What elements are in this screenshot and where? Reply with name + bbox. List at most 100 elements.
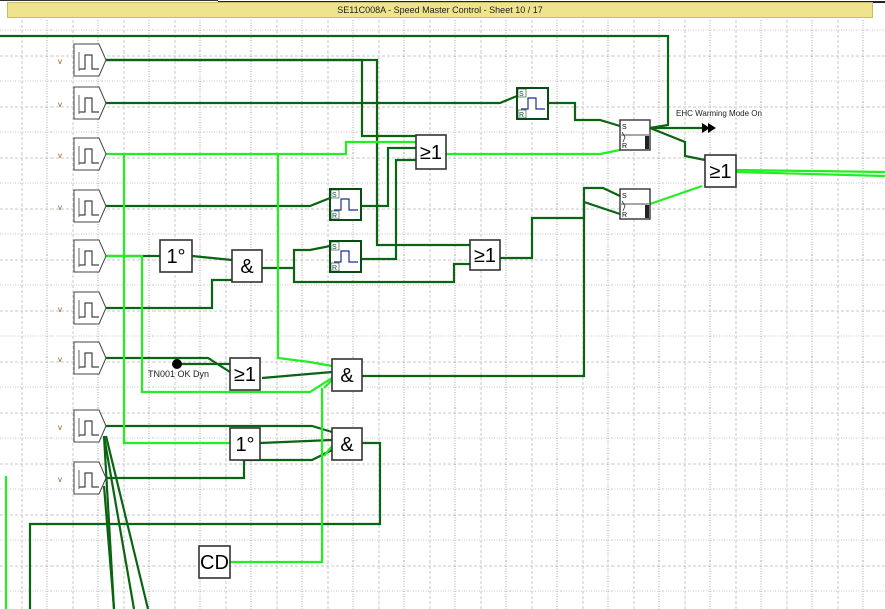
or-gate-mid-symbol: ≥1 bbox=[474, 245, 496, 267]
input-label: v bbox=[58, 151, 62, 160]
reset-label: R bbox=[519, 112, 524, 119]
input-block[interactable] bbox=[73, 239, 107, 273]
pulse-icon bbox=[521, 97, 545, 110]
and-gate-2-symbol: & bbox=[340, 365, 354, 387]
and-gate-2[interactable]: & bbox=[331, 358, 363, 392]
input-block[interactable]: v bbox=[58, 291, 107, 325]
input-block-body bbox=[73, 43, 107, 77]
reset-label: R bbox=[332, 213, 337, 220]
input-block[interactable]: v bbox=[58, 461, 107, 495]
set-label: S bbox=[332, 244, 337, 251]
flipflop-top[interactable]: SR bbox=[619, 119, 651, 151]
input-label: v bbox=[58, 100, 62, 109]
set-port bbox=[330, 241, 340, 251]
input-block[interactable]: v bbox=[58, 341, 107, 375]
pulse-block-top[interactable]: SR bbox=[516, 87, 549, 120]
set-label: S bbox=[622, 124, 627, 131]
input-block[interactable]: v bbox=[58, 43, 107, 77]
pulse-block-mid[interactable]: SR bbox=[329, 188, 362, 221]
and-gate-1-body bbox=[231, 249, 263, 283]
input-block-body bbox=[73, 86, 107, 120]
input-label: v bbox=[58, 305, 62, 314]
delay-block-2-symbol: 1° bbox=[235, 434, 254, 456]
input-block[interactable]: v bbox=[58, 137, 107, 171]
wires-active bbox=[4, 140, 885, 609]
and-gate-3[interactable]: & bbox=[331, 427, 363, 461]
cd-block[interactable]: CD bbox=[198, 545, 231, 579]
input-block-body bbox=[73, 189, 107, 223]
cd-block-body bbox=[198, 545, 231, 579]
or-gate-out-symbol: ≥1 bbox=[709, 161, 731, 183]
or-gate-top-symbol: ≥1 bbox=[420, 142, 442, 164]
input-block-body bbox=[73, 137, 107, 171]
clock-mark bbox=[621, 131, 626, 143]
delay-block-1-symbol: 1° bbox=[166, 246, 185, 268]
pulse-icon bbox=[334, 250, 358, 263]
pulse-icon bbox=[79, 472, 99, 488]
pulse-icon bbox=[79, 148, 99, 164]
or-gate-mid-body bbox=[469, 239, 501, 271]
input-block-body bbox=[73, 461, 107, 495]
reset-label: R bbox=[332, 265, 337, 272]
delay-block-2-body bbox=[229, 427, 261, 461]
input-label: v bbox=[58, 475, 62, 484]
set-port bbox=[517, 88, 527, 98]
pulse-block-low[interactable]: SR bbox=[329, 240, 362, 273]
reset-port bbox=[517, 109, 527, 119]
reset-label: R bbox=[622, 143, 627, 150]
output-bar bbox=[645, 205, 649, 218]
or-gate-low-symbol: ≥1 bbox=[234, 364, 256, 386]
grid-background bbox=[0, 19, 885, 609]
delay-block-1[interactable]: 1° bbox=[159, 239, 193, 273]
or-gate-top[interactable]: ≥1 bbox=[415, 134, 447, 170]
set-label: S bbox=[332, 192, 337, 199]
set-label: S bbox=[622, 193, 627, 200]
pulse-icon bbox=[79, 54, 99, 70]
input-block-body bbox=[73, 409, 107, 443]
reset-port bbox=[330, 210, 340, 220]
and-gate-1-symbol: & bbox=[240, 256, 254, 278]
and-gate-2-body bbox=[331, 358, 363, 392]
and-gate-3-symbol: & bbox=[340, 434, 354, 456]
set-label: S bbox=[519, 91, 524, 98]
and-gate-3-body bbox=[331, 427, 363, 461]
sheet-title: SE11C008A - Speed Master Control - Sheet… bbox=[7, 2, 873, 18]
delay-block-2[interactable]: 1° bbox=[229, 427, 261, 461]
input-blocks: v v v v v v v v bbox=[58, 43, 107, 495]
pulse-icon bbox=[79, 352, 99, 368]
or-gate-mid[interactable]: ≥1 bbox=[469, 239, 501, 271]
or-gate-out-body bbox=[704, 154, 737, 188]
or-gate-low-body bbox=[229, 357, 261, 391]
logic-diagram-canvas[interactable]: v v v v v v v v TN001 OK Dyn EHC Warming Mode O… bbox=[0, 19, 885, 609]
or-gate-top-body bbox=[415, 134, 447, 170]
flipflop-bottom[interactable]: SR bbox=[619, 188, 651, 220]
input-label: v bbox=[58, 203, 62, 212]
input-block[interactable]: v bbox=[58, 409, 107, 443]
reset-label: R bbox=[622, 212, 627, 219]
input-block[interactable]: v bbox=[58, 189, 107, 223]
set-port bbox=[330, 189, 340, 199]
input-label: v bbox=[58, 57, 62, 66]
cd-block-symbol: CD bbox=[200, 552, 229, 574]
window-border bbox=[0, 0, 218, 1]
junction-dot bbox=[172, 359, 182, 369]
pulse-icon bbox=[79, 97, 99, 113]
input-block-body bbox=[73, 239, 107, 273]
delay-block-1-body bbox=[159, 239, 193, 273]
ehc-output-label: EHC Warming Mode On bbox=[676, 109, 762, 118]
clock-mark bbox=[621, 200, 626, 212]
input-label: v bbox=[58, 355, 62, 364]
pulse-icon bbox=[79, 200, 99, 216]
input-block[interactable]: v bbox=[58, 86, 107, 120]
or-gate-out[interactable]: ≥1 bbox=[704, 154, 737, 188]
pulse-icon bbox=[334, 198, 358, 211]
pulse-icon bbox=[79, 250, 99, 266]
input-block-body bbox=[73, 291, 107, 325]
and-gate-1[interactable]: & bbox=[231, 249, 263, 283]
output-arrow-icon bbox=[702, 123, 716, 133]
input-block-body bbox=[73, 341, 107, 375]
or-gate-low[interactable]: ≥1 bbox=[229, 357, 261, 391]
input-label: v bbox=[58, 423, 62, 432]
tn001-label: TN001 OK Dyn bbox=[148, 369, 209, 379]
pulse-icon bbox=[79, 420, 99, 436]
